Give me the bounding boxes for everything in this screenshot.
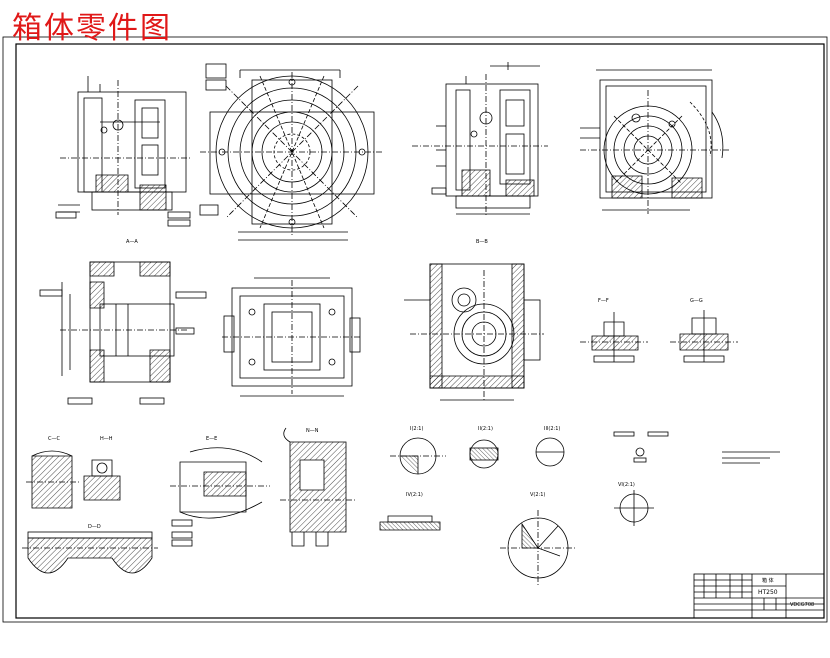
view-plan [222,277,362,397]
view-label-n: N—N [306,428,319,434]
view-label-f: F—F [598,298,609,304]
view-label-i: I(2:1) [410,426,423,432]
view-label-vi: VI(2:1) [618,482,635,488]
view-label-b: B—B [476,239,488,245]
sheet-border [2,36,828,623]
notes-block [613,431,780,464]
view-detail-n: N—N [280,427,356,547]
view-detail-iv: IV(2:1) [379,492,441,531]
view-label-a: A—A [126,239,138,245]
view-top-right-circular [580,69,730,214]
view-label-d: D—D [88,524,101,530]
view-label-iv: IV(2:1) [406,492,423,498]
title-block-part-name: 箱 体 [762,577,774,584]
title-block-drawing-no: VDCG708 [790,602,814,608]
view-front-elevation [55,76,191,227]
title-block-material: HT250 [758,589,778,596]
view-detail-iii: III(2:1) [535,426,565,467]
title-block [693,573,825,619]
view-top-circular [199,63,384,241]
view-label-iii: III(2:1) [544,426,560,432]
drawing-title: 箱体零件图 [12,11,172,46]
view-side-elevation [412,62,548,216]
view-label-ii: II(2:1) [478,426,493,432]
view-section-f: F—F [580,298,648,363]
view-label-v: V(2:1) [530,492,545,498]
view-detail-v: V(2:1) [500,492,576,586]
view-label-g: G—G [690,298,703,304]
view-label-h: H—H [100,436,113,442]
view-detail-vi: VI(2:1) [614,482,654,526]
view-detail-ii: II(2:1) [469,426,499,469]
view-label-e: E—E [206,436,217,442]
view-detail-c: C—C [26,436,80,509]
view-detail-e: E—E [170,436,270,547]
view-detail-h: H—H [83,436,121,501]
view-section-g: G—G [670,298,738,363]
view-label-c: C—C [48,436,60,442]
view-detail-d: D—D [22,524,158,574]
view-detail-i: I(2:1) [390,426,446,475]
view-section-b-plan [404,263,544,401]
view-section-a [39,261,207,405]
